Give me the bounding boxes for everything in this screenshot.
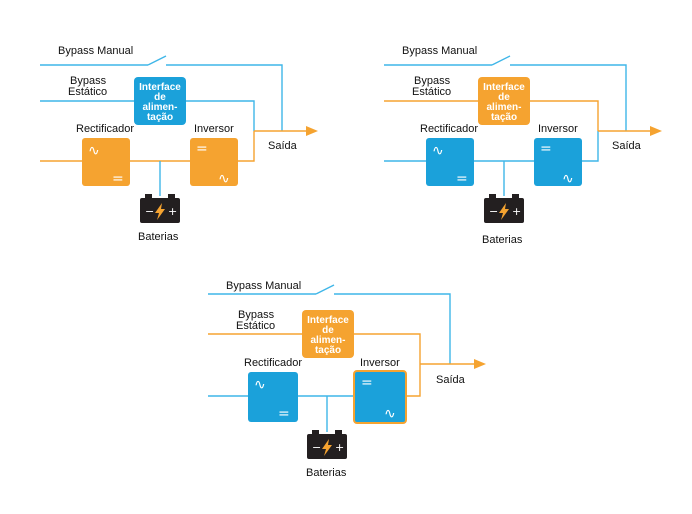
sine-wave-icon: ∿ [562,171,574,187]
interface-label-3: alimen- [486,102,521,113]
bypass-static-label-2: Estático [412,86,451,98]
dc-equals-icon: = [361,375,373,391]
bypass-static-label-1: Bypass [70,75,107,87]
batteries-label: Baterias [138,231,179,243]
inverter-box [534,138,582,186]
interface-box [302,310,354,358]
bypass-static-label-1: Bypass [238,309,275,321]
inverter-output-line [582,131,599,162]
dc-equals-icon: = [112,171,124,187]
battery-terminal-left [145,194,152,198]
interface-box [478,77,530,125]
inverter-output-line [406,364,421,397]
sine-wave-icon: ∿ [254,377,266,393]
lightning-bolt-icon [322,439,332,456]
inverter-box [353,370,407,424]
bypass-static-label-2: Estático [236,320,275,332]
interface-label-2: de [154,92,166,103]
inverter-output-line [238,131,255,162]
output-label: Saída [612,140,642,152]
sine-wave-icon: ∿ [432,143,444,159]
battery-terminal-right [335,430,342,434]
static-bypass-line-right [354,333,421,364]
battery-minus: − [145,205,154,218]
battery-terminal-left [489,194,496,198]
rectifier-box [248,372,298,422]
interface-label-3: alimen- [310,335,345,346]
dc-equals-icon: = [456,171,468,187]
battery-terminal-right [512,194,519,198]
interface-box [134,77,186,125]
bypass-static-label-2: Estático [68,86,107,98]
inverter-box [190,138,238,186]
interface-label-3: alimen- [142,102,177,113]
lightning-bolt-icon [155,203,165,220]
battery-terminal-left [312,430,319,434]
interface-label-1: Interface [139,82,181,93]
battery-plus: + [512,205,521,218]
ups-diagram-bypass: Interface de alimen- tação ∿ = = ∿ − + B… [384,45,662,246]
sine-wave-icon: ∿ [384,406,396,422]
battery-minus: − [489,205,498,218]
output-arrow [474,359,486,369]
output-label: Saída [436,374,466,386]
bypass-manual-label: Bypass Manual [226,280,301,292]
sine-wave-icon: ∿ [88,143,100,159]
bypass-manual-label: Bypass Manual [402,45,477,57]
interface-label-4: tação [315,345,341,356]
static-bypass-line-right [530,100,599,131]
dc-equals-icon: = [196,141,208,157]
inverter-label: Inversor [194,123,234,135]
manual-bypass-line-right [510,64,627,131]
inverter-label: Inversor [360,357,400,369]
manual-bypass-switch [491,55,511,66]
battery-minus: − [312,441,321,454]
sine-wave-icon: ∿ [218,171,230,187]
lightning-bolt-icon [499,203,509,220]
inverter-label: Inversor [538,123,578,135]
bypass-static-label-1: Bypass [414,75,451,87]
ups-diagram-interface: Interface de alimen- tação ∿ = = ∿ − + B… [208,280,486,479]
manual-bypass-switch [147,55,167,66]
dc-equals-icon: = [540,141,552,157]
batteries-label: Baterias [482,234,523,246]
ups-diagram-normal: Interface de alimen- tação ∿ = = ∿ − + B… [40,45,318,243]
interface-label-4: tação [147,112,173,123]
rectifier-box [426,138,474,186]
bypass-manual-label: Bypass Manual [58,45,133,57]
interface-label-2: de [322,325,334,336]
battery-plus: + [335,441,344,454]
batteries-label: Baterias [306,467,347,479]
output-label: Saída [268,140,298,152]
battery-terminal-right [168,194,175,198]
manual-bypass-switch [315,284,335,295]
battery-plus: + [168,205,177,218]
rectifier-box [82,138,130,186]
interface-label-1: Interface [307,315,349,326]
rectifier-label: Rectificador [244,357,302,369]
output-arrow [650,126,662,136]
rectifier-label: Rectificador [420,123,478,135]
manual-bypass-line-right [166,64,283,131]
dc-equals-icon: = [278,406,290,422]
interface-label-1: Interface [483,82,525,93]
rectifier-label: Rectificador [76,123,134,135]
manual-bypass-line-right [334,293,451,364]
interface-label-2: de [498,92,510,103]
output-arrow [306,126,318,136]
interface-label-4: tação [491,112,517,123]
static-bypass-line-right [186,100,255,131]
